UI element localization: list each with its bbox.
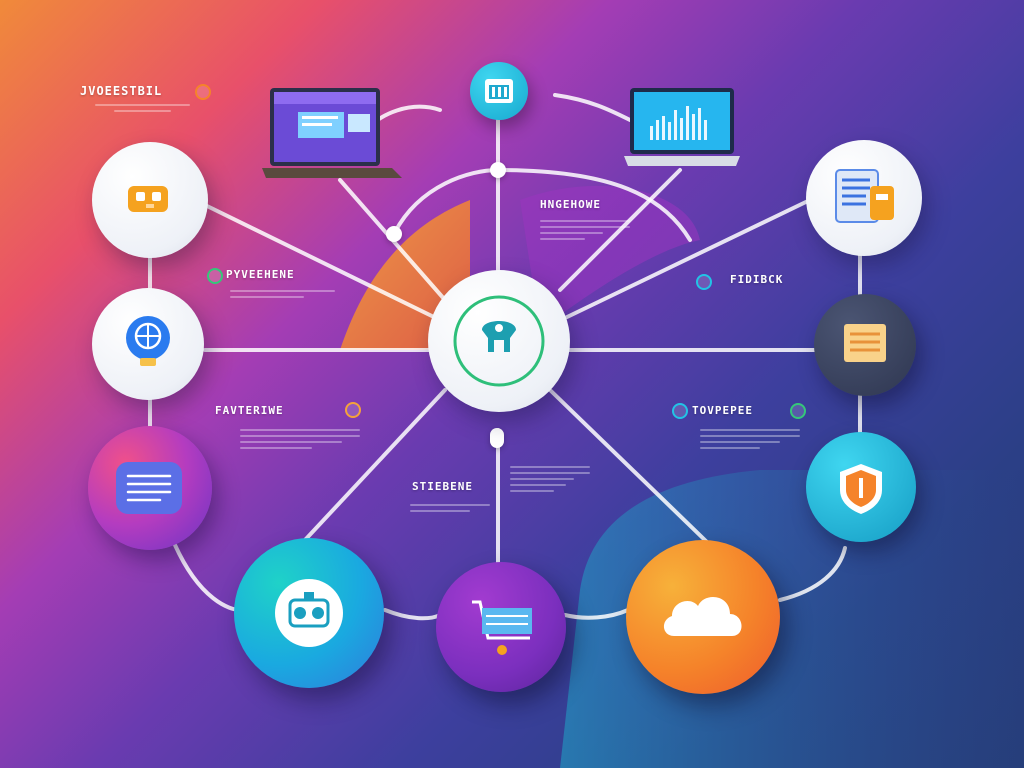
label-center-upper: HNGEHOWE bbox=[540, 198, 601, 211]
document-list-icon bbox=[835, 169, 894, 223]
text-lines-left-upper bbox=[230, 286, 335, 302]
cameras-icon bbox=[128, 186, 168, 212]
teal-badge-icon bbox=[672, 403, 688, 419]
connector-dot bbox=[386, 226, 402, 242]
shield-node[interactable] bbox=[806, 432, 916, 542]
text-lines-left-middle bbox=[240, 425, 360, 453]
label-right-upper: FIDIBCK bbox=[730, 273, 784, 286]
label-top-left: JVOEESTBIL bbox=[80, 84, 163, 98]
shopping-cart-node[interactable] bbox=[436, 562, 566, 692]
connector-dot bbox=[490, 162, 506, 178]
text-lines-right-middle bbox=[700, 425, 800, 453]
label-right-middle: TOVPEPEE bbox=[692, 404, 753, 417]
shopping-cart-icon bbox=[472, 600, 532, 655]
message-list-node[interactable] bbox=[88, 426, 212, 550]
text-lines-center-lower-right bbox=[510, 462, 590, 496]
label-left-middle: FAVTERIWE bbox=[215, 404, 284, 417]
orange-badge-icon bbox=[195, 84, 211, 100]
label-center-lower: STIEBENE bbox=[412, 480, 473, 493]
text-lines-top-left bbox=[95, 100, 190, 116]
text-lines-center-lower-left bbox=[410, 500, 490, 516]
laptop-dashboard-icon bbox=[262, 88, 402, 178]
green-badge-icon bbox=[207, 268, 223, 284]
central-hub-icon bbox=[453, 295, 545, 387]
gear-machine-icon bbox=[275, 579, 343, 647]
message-list-icon bbox=[116, 462, 182, 514]
gear-machine-node[interactable] bbox=[234, 538, 384, 688]
yellow-badge-icon bbox=[345, 402, 361, 418]
lightbulb-node[interactable] bbox=[92, 288, 204, 400]
green-badge-2-icon bbox=[790, 403, 806, 419]
browser-node[interactable] bbox=[470, 62, 528, 120]
shield-icon bbox=[840, 464, 882, 514]
browser-window-icon bbox=[485, 79, 513, 103]
purple-swoosh bbox=[520, 185, 700, 330]
cameras-node[interactable] bbox=[92, 142, 208, 258]
stacked-papers-icon bbox=[844, 324, 886, 362]
laptop-chart-icon bbox=[624, 88, 740, 166]
connector-dot bbox=[490, 428, 504, 448]
cloud-icon bbox=[663, 596, 742, 636]
document-list-node[interactable] bbox=[806, 140, 922, 256]
label-left-upper: PYVEEHENE bbox=[226, 268, 295, 281]
lightbulb-globe-icon bbox=[126, 316, 170, 366]
central-hub-node[interactable] bbox=[428, 270, 570, 412]
cloud-node[interactable] bbox=[626, 540, 780, 694]
stacked-papers-node[interactable] bbox=[814, 294, 916, 396]
cyan-badge-icon bbox=[696, 274, 712, 290]
text-lines-center-upper bbox=[540, 216, 630, 244]
